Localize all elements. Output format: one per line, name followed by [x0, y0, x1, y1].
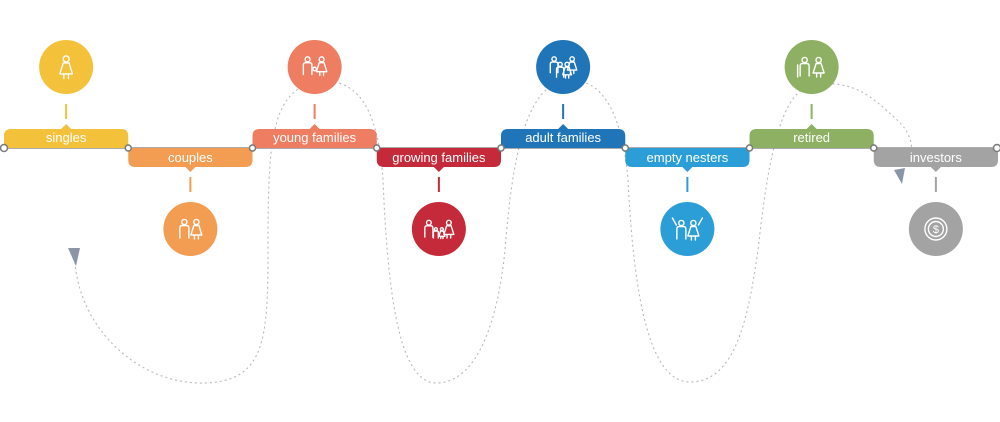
- banner-pointer: [558, 124, 569, 129]
- stage-icon-badge: [411, 202, 466, 256]
- timeline-node: [745, 144, 754, 152]
- elderly-couple-icon: [796, 56, 825, 78]
- stage-icon-badge: [784, 40, 839, 94]
- timeline-node: [248, 144, 257, 152]
- stage-growing-families: growing families: [373, 144, 505, 256]
- stage-label: couples: [168, 150, 213, 165]
- family-icon: [424, 219, 455, 240]
- stage-banner: [4, 129, 129, 148]
- stage-label: empty nesters: [647, 150, 729, 165]
- stage-couples: couples: [124, 144, 257, 256]
- stage-banner: [501, 129, 626, 148]
- stage-banner: [625, 148, 750, 167]
- celebrating-couple-icon: [671, 217, 704, 241]
- stage-icon-badge: [660, 202, 715, 256]
- parent-with-child-icon: [302, 56, 328, 77]
- stage-banner: [749, 129, 874, 148]
- path-start-arrow-icon: [68, 248, 80, 266]
- stage-banner: [252, 129, 377, 148]
- stage-singles: singles: [4, 40, 132, 152]
- banner-pointer: [806, 124, 817, 129]
- stage-label: adult families: [525, 130, 601, 145]
- timeline-start-node: [0, 143, 9, 153]
- timeline-node: [621, 144, 629, 152]
- stage-label: growing families: [392, 150, 486, 165]
- banner-pointer: [185, 167, 196, 172]
- stage-empty-nesters: empty nesters: [621, 144, 754, 256]
- stage-icon-badge: [908, 202, 963, 256]
- svg-text:$: $: [933, 224, 939, 236]
- stage-label: young families: [273, 130, 357, 145]
- timeline-node: [373, 144, 381, 152]
- lifecycle-path: [74, 79, 913, 384]
- path-end-arrow-icon: [894, 168, 905, 184]
- stage-young-families: young families: [248, 40, 381, 152]
- stage-adult-families: adult families: [497, 40, 629, 152]
- stage-banner: [873, 148, 998, 167]
- dollar-coin-icon: $: [924, 217, 948, 241]
- stage-label: investors: [910, 150, 963, 165]
- stage-investors: investors $: [870, 144, 998, 256]
- banner-pointer: [930, 167, 941, 172]
- stage-icon-badge: [39, 40, 94, 94]
- stage-retired: retired: [745, 40, 878, 152]
- banner-pointer: [309, 124, 320, 129]
- banner-pointer: [61, 124, 72, 129]
- timeline-node: [870, 144, 878, 152]
- single-person-icon: [59, 55, 74, 80]
- stage-banner: [376, 148, 501, 167]
- timeline-end-node: [992, 143, 1000, 153]
- stage-banner: [128, 148, 253, 167]
- adult-family-icon: [549, 56, 578, 79]
- banner-pointer: [682, 167, 693, 172]
- stage-label: singles: [46, 130, 87, 145]
- timeline-node: [497, 144, 505, 152]
- couple-icon: [179, 218, 203, 240]
- timeline-node: [124, 144, 132, 152]
- stage-icon-badge: [163, 202, 218, 256]
- banner-pointer: [433, 167, 444, 172]
- stage-label: retired: [793, 130, 830, 145]
